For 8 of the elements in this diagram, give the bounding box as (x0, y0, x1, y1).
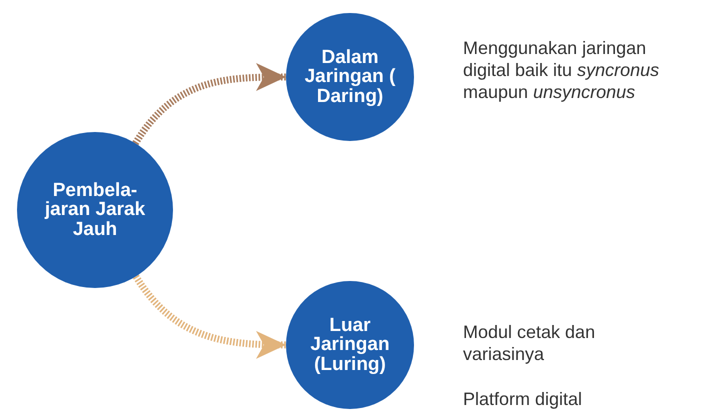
curved-arrow (133, 274, 286, 359)
node-label: Dalam Jaringan ( Daring) (304, 48, 396, 106)
description-text: Platform digital (463, 389, 584, 411)
node-label: Luar Jaringan (Luring) (309, 316, 391, 374)
description-text: Menggunakan jaringan digital baik itu syncronus maupun unsyncronus (463, 38, 660, 104)
curved-arrow (132, 63, 286, 146)
description-text: Modul cetak dan variasinya (463, 322, 596, 366)
node-label: Pembela- jaran Jarak Jauh (44, 180, 146, 240)
